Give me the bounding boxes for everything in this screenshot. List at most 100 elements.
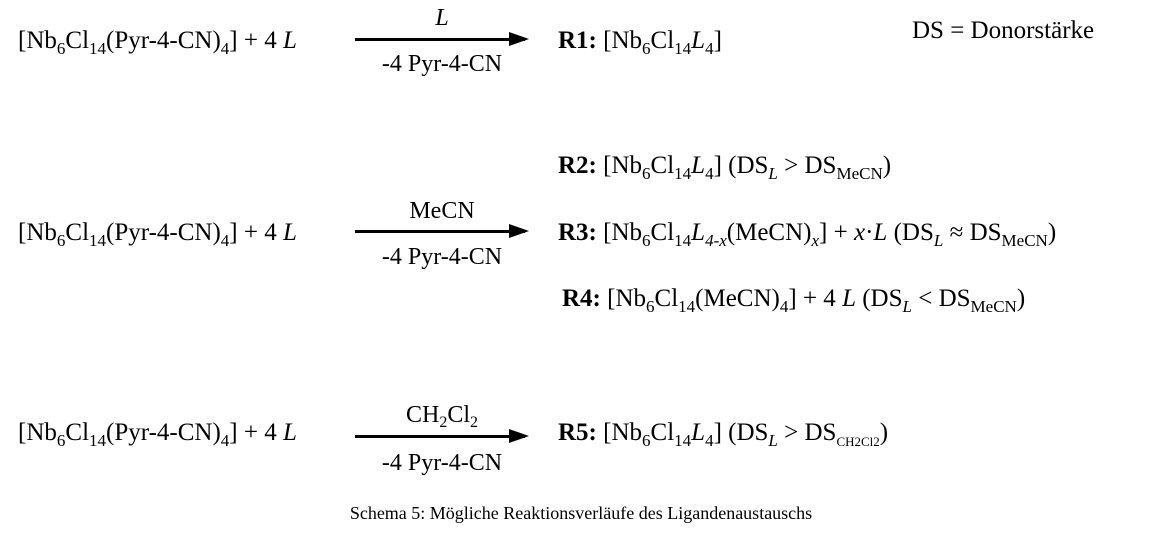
formula-segment: 14	[674, 231, 692, 250]
formula-segment: 14	[89, 39, 107, 58]
formula-segment: L	[691, 219, 706, 246]
formula-segment: x	[811, 231, 820, 250]
formula-segment: [Nb	[600, 285, 647, 312]
formula-segment: L	[691, 419, 706, 446]
formula-segment: MeCN	[409, 198, 475, 224]
formula-segment: 6	[56, 431, 66, 450]
formula-segment: [Nb	[18, 27, 57, 54]
formula-segment: R3:	[558, 219, 597, 246]
formula-segment: ·	[865, 219, 874, 246]
formula-segment: (DS	[855, 285, 903, 312]
formula-segment: [Nb	[18, 219, 57, 246]
formula-segment: L	[842, 285, 856, 312]
formula-segment: L	[691, 27, 706, 54]
formula-segment: ] + 4	[229, 27, 283, 54]
legend-ds: DS = Donorstärke	[912, 17, 1095, 44]
arrow-3-above: CH2Cl2	[352, 401, 532, 431]
formula-segment: (Pyr-4-CN)	[106, 219, 221, 246]
formula-segment: 14	[89, 231, 107, 250]
formula-segment: (MeCN)	[695, 285, 780, 312]
formula-segment: 6	[642, 164, 651, 183]
formula-segment: 14	[678, 297, 696, 316]
formula-segment: L	[691, 152, 706, 179]
formula-segment: x	[853, 219, 866, 246]
formula-segment: 6	[642, 39, 651, 58]
formula-segment: [Nb	[596, 219, 643, 246]
formula-segment: 6	[642, 231, 651, 250]
formula-segment: Cl	[654, 285, 679, 312]
formula-segment: 4	[220, 39, 230, 58]
formula-segment: L	[282, 419, 297, 446]
formula-segment: )	[1047, 219, 1057, 246]
formula-segment: R5:	[558, 419, 597, 446]
formula-segment: [Nb	[596, 419, 643, 446]
formula-segment: [Nb	[596, 27, 643, 54]
formula-segment: MeCN	[836, 164, 883, 183]
product-r4: R4: [Nb6Cl14(MeCN)4] + 4 L (DSL < DSMeCN…	[562, 284, 1026, 316]
formula-segment: 6	[646, 297, 655, 316]
formula-segment: > DS	[777, 419, 837, 446]
formula-segment: ≈ DS	[943, 219, 1002, 246]
formula-segment: 6	[56, 231, 66, 250]
formula-segment: 4	[779, 297, 789, 316]
arrow-1-below: -4 Pyr-4-CN	[381, 51, 503, 77]
formula-segment: R1:	[558, 27, 597, 54]
formula-segment: < DS	[911, 285, 971, 312]
formula-segment: 6	[56, 39, 66, 58]
formula-segment: R2:	[558, 152, 597, 179]
formula-segment: [Nb	[596, 152, 643, 179]
formula-segment: 4	[220, 231, 230, 250]
formula-segment: Cl	[65, 219, 90, 246]
formula-segment: 14	[674, 431, 692, 450]
formula-segment: ] (DS	[713, 152, 769, 179]
formula-segment: L	[282, 27, 297, 54]
formula-segment: )	[882, 152, 892, 179]
product-r2: R2: [Nb6Cl14L4] (DSL > DSMeCN)	[558, 151, 892, 183]
arrow-2-below: -4 Pyr-4-CN	[381, 244, 503, 270]
formula-segment: (DS	[887, 219, 934, 246]
formula-segment: > DS	[777, 152, 837, 179]
formula-segment: Cl	[650, 419, 675, 446]
formula-segment: R4:	[562, 285, 601, 312]
formula-segment: 6	[642, 431, 651, 450]
formula-segment: Cl	[65, 419, 90, 446]
formula-segment: 4	[705, 39, 714, 58]
product-r3: R3: [Nb6Cl14L4-x(MeCN)x] + x·L (DSL ≈ DS…	[558, 218, 1057, 250]
formula-segment: 4	[705, 431, 714, 450]
formula-segment: Cl	[650, 219, 675, 246]
formula-segment: [Nb	[18, 419, 57, 446]
product-r5: R5: [Nb6Cl14L4] (DSL > DSCH2Cl2)	[558, 418, 889, 450]
scheme-caption: Schema 5: Mögliche Reaktionsverläufe des…	[349, 503, 813, 523]
formula-segment: 2	[470, 414, 479, 431]
reaction-arrow-2	[355, 224, 529, 238]
formula-segment: CH2Cl2	[836, 434, 880, 449]
formula-segment: (Pyr-4-CN)	[106, 419, 221, 446]
formula-segment: L	[435, 5, 449, 31]
formula-segment: ]	[713, 27, 722, 54]
formula-segment: Cl	[650, 27, 675, 54]
formula-segment: L	[902, 297, 912, 316]
product-r1: R1: [Nb6Cl14L4]	[558, 26, 722, 58]
formula-segment: ] + 4	[788, 285, 843, 312]
formula-segment: L	[873, 219, 888, 246]
formula-segment: ] (DS	[713, 419, 769, 446]
reactant-3: [Nb6Cl14(Pyr-4-CN)4] + 4 L	[18, 418, 297, 450]
formula-segment: ] + 4	[229, 419, 283, 446]
formula-segment: 14	[674, 39, 692, 58]
arrow-3-below: -4 Pyr-4-CN	[381, 450, 503, 476]
formula-segment: L	[768, 431, 778, 450]
formula-segment: (MeCN)	[726, 219, 812, 246]
formula-segment: 2	[439, 414, 448, 431]
formula-segment: 4-x	[705, 231, 727, 250]
reactant-1: [Nb6Cl14(Pyr-4-CN)4] + 4 L	[18, 26, 297, 58]
formula-segment: 14	[89, 431, 107, 450]
formula-segment: ] + 4	[229, 219, 283, 246]
formula-segment: MeCN	[1001, 231, 1048, 250]
formula-segment: )	[879, 419, 889, 446]
formula-segment: L	[933, 231, 944, 250]
formula-segment: )	[1016, 285, 1026, 312]
formula-segment: CH	[405, 402, 440, 428]
formula-segment: 4	[220, 431, 230, 450]
reaction-arrow-3	[355, 429, 529, 443]
arrow-1-above: L	[352, 4, 532, 32]
